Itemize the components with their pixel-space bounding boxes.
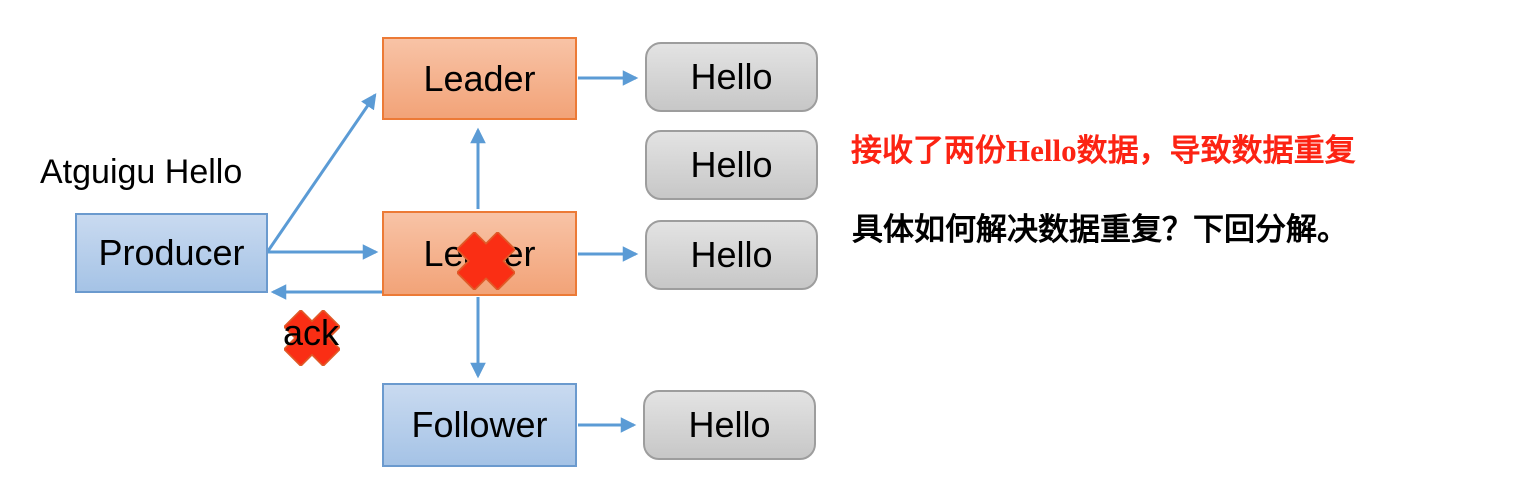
leader-top-node: Leader (382, 37, 577, 120)
cross-mark-icon (457, 232, 515, 290)
hello-data-box-4: Hello (643, 390, 816, 460)
hello-data-box-3: Hello (645, 220, 818, 290)
leader-top-label: Leader (423, 57, 536, 99)
hello-1-label: Hello (690, 56, 773, 97)
hello-data-box-1: Hello (645, 42, 818, 112)
duplicate-data-note: 接收了两份Hello数据，导致数据重复 (851, 133, 1356, 168)
producer-message-label: Atguigu Hello (40, 153, 243, 191)
follower-label: Follower (411, 404, 548, 445)
hello-data-box-2: Hello (645, 130, 818, 200)
hello-4-label: Hello (688, 404, 771, 445)
follower-node: Follower (382, 383, 577, 467)
producer-label: Producer (98, 232, 245, 273)
producer-node: Producer (75, 213, 268, 293)
ack-label: ack (283, 312, 340, 353)
followup-note: 具体如何解决数据重复？下回分解。 (852, 212, 1348, 247)
arrow-producer-to-leader-top (266, 93, 377, 252)
cross-mark-icon (284, 310, 340, 366)
hello-2-label: Hello (690, 144, 773, 185)
hello-3-label: Hello (690, 234, 773, 275)
